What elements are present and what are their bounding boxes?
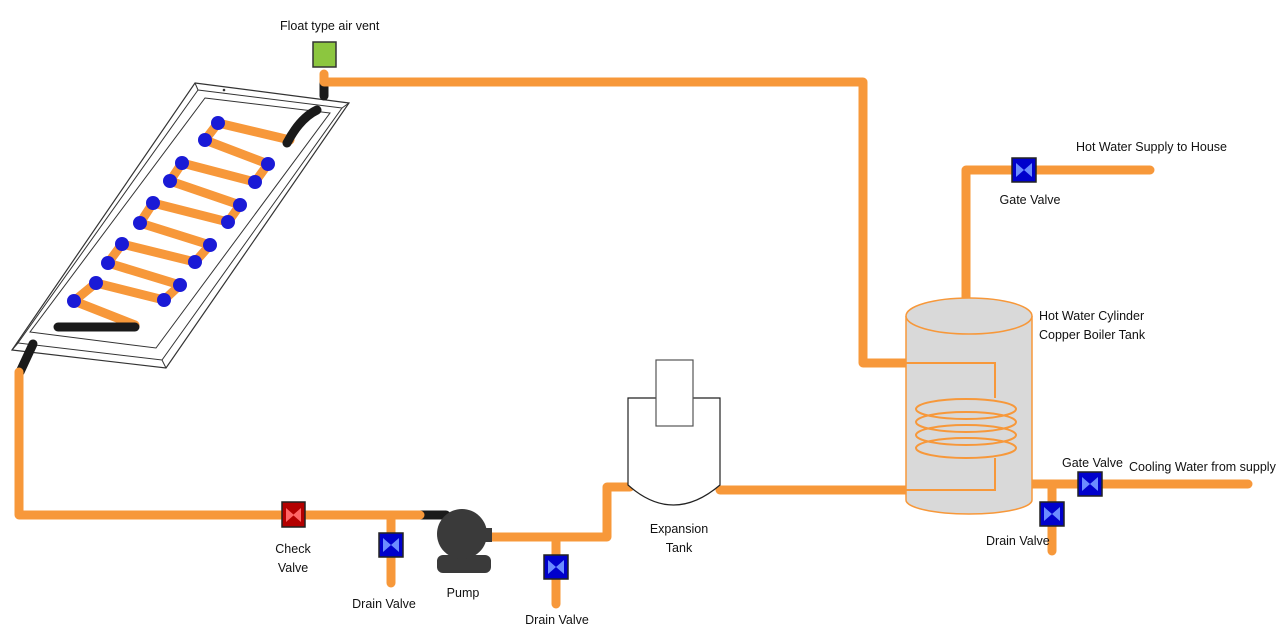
drain-valve-left	[378, 532, 404, 558]
check-valve-label-line2: Valve	[277, 561, 309, 575]
gate-valve-top	[1011, 157, 1037, 183]
cylinder-label-line1: Hot Water Cylinder	[1039, 309, 1145, 323]
hot-supply-label: Hot Water Supply to House	[1076, 140, 1227, 154]
expansion-tank-label-line2: Tank	[665, 541, 693, 555]
absorber-serpentine	[67, 116, 295, 330]
pipe-return-loop	[14, 367, 425, 520]
pump	[437, 509, 492, 573]
collector-return-hose	[15, 339, 38, 377]
pipe-to-expansion	[475, 482, 635, 542]
expansion-tank-label-line1: Expansion	[649, 522, 709, 536]
gate-valve-bottom-label: Gate Valve	[1062, 456, 1123, 470]
cylinder-label-line2: Copper Boiler Tank	[1039, 328, 1146, 342]
drain-valve-right	[1039, 501, 1065, 527]
pipe-hot-flow	[319, 69, 913, 368]
air-vent-label: Float type air vent	[280, 19, 380, 33]
collector-outlet-hose	[282, 105, 322, 148]
gate-valve-top-label: Gate Valve	[999, 193, 1061, 207]
pipe-hot-supply	[961, 165, 1155, 321]
pump-label: Pump	[446, 586, 480, 600]
drain-valve-right-label: Drain Valve	[986, 534, 1050, 548]
tube-bends	[67, 116, 275, 308]
expansion-tank	[627, 359, 721, 506]
drain-valve-left-label: Drain Valve	[352, 597, 416, 611]
air-vent	[312, 41, 337, 68]
heating-coil	[915, 398, 1017, 459]
hot-water-cylinder	[905, 297, 1033, 515]
gate-valve-bottom	[1077, 471, 1103, 497]
piping	[14, 69, 1253, 609]
drain-valve-mid	[543, 554, 569, 580]
drain-valve-mid-label: Drain Valve	[525, 613, 589, 627]
check-valve	[281, 501, 306, 528]
cooling-supply-label: Cooling Water from supply	[1129, 460, 1276, 474]
check-valve-label-line1: Check	[275, 542, 311, 556]
